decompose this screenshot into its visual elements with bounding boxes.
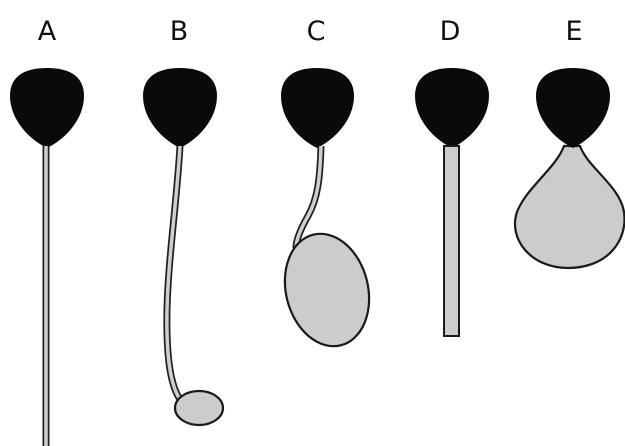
- panel-c: C: [273, 16, 380, 355]
- panel-a-head: [10, 68, 84, 148]
- panel-c-cytoplasmic-droplet: [273, 225, 380, 355]
- panel-d-midpiece: [444, 146, 459, 336]
- panel-e-cytoplasmic-droplet: [515, 146, 625, 268]
- panel-label-a: A: [38, 16, 57, 47]
- panel-b-tail: [167, 146, 184, 404]
- panel-e: E: [515, 16, 625, 268]
- panel-d-head: [415, 68, 489, 148]
- panel-label-c: C: [307, 16, 326, 47]
- panel-d: D: [415, 16, 489, 336]
- panel-label-b: B: [170, 16, 189, 47]
- panel-b-head: [143, 68, 217, 148]
- panel-c-head: [281, 68, 354, 148]
- panel-b: B: [143, 16, 223, 425]
- panel-a: A: [10, 16, 84, 446]
- panel-label-e: E: [565, 16, 582, 47]
- panel-e-head: [536, 68, 610, 148]
- panel-c-tail: [296, 146, 321, 248]
- panel-label-d: D: [440, 16, 461, 47]
- panel-b-cytoplasmic-droplet: [175, 391, 223, 425]
